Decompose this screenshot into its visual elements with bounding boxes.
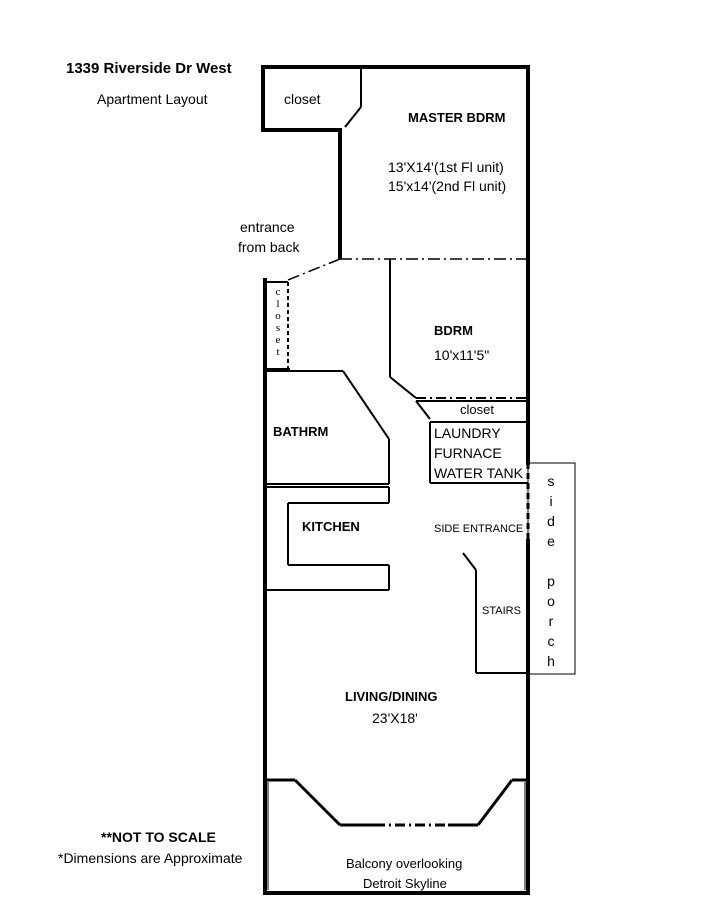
- master-bottom-wall: [287, 258, 528, 281]
- bathroom-walls: [265, 370, 390, 485]
- bedroom-label: BDRM: [434, 323, 473, 338]
- bathroom-label: BATHRM: [273, 424, 329, 439]
- bedroom-walls: [389, 259, 528, 399]
- water-tank-label: WATER TANK: [434, 465, 523, 481]
- side-porch-outline: [527, 462, 576, 675]
- porch-letter: s: [547, 473, 555, 489]
- not-to-scale-note: **NOT TO SCALE: [101, 829, 216, 845]
- stairs-label: STAIRS: [482, 605, 521, 617]
- kitchen-walls: [265, 486, 390, 591]
- stairs-walls: [462, 552, 528, 674]
- side-entrance-label: SIDE ENTRANCE: [434, 523, 524, 535]
- closet-letter: o: [275, 310, 281, 322]
- entrance-label-1: entrance: [240, 219, 295, 235]
- living-dining-label: LIVING/DINING: [345, 689, 438, 704]
- living-dining-dim: 23'X18': [372, 710, 418, 726]
- address-title: 1339 Riverside Dr West: [66, 60, 232, 77]
- porch-letter: c: [547, 633, 555, 649]
- balcony-walls: [265, 778, 528, 827]
- master-dim-2nd: 15'x14'(2nd Fl unit): [388, 178, 507, 194]
- left-closet-label: c l o s e t: [272, 287, 284, 359]
- porch-letter: h: [547, 653, 555, 669]
- approx-dimensions-note: *Dimensions are Approximate: [58, 850, 243, 866]
- kitchen-label: KITCHEN: [302, 519, 360, 534]
- balcony-label-1: Balcony overlooking: [346, 856, 463, 871]
- entrance-label-2: from back: [238, 239, 300, 255]
- porch-letter: o: [547, 593, 555, 609]
- laundry-walls: [415, 400, 528, 484]
- porch-letter: r: [548, 613, 554, 629]
- side-porch-label: s i d e p o r c h: [543, 474, 559, 674]
- closet-letter: l: [276, 298, 280, 310]
- porch-letter: p: [547, 573, 555, 589]
- furnace-label: FURNACE: [434, 445, 502, 461]
- top-closet-label: closet: [284, 91, 321, 107]
- laundry-label: LAUNDRY: [434, 425, 501, 441]
- left-closet-walls: [265, 281, 290, 370]
- layout-subtitle: Apartment Layout: [97, 91, 208, 107]
- top-closet-walls: [344, 67, 362, 128]
- porch-letter: d: [547, 513, 555, 529]
- middle-closet-label: closet: [460, 402, 494, 417]
- closet-letter: s: [275, 322, 281, 334]
- master-dim-1st: 13'X14'(1st Fl unit): [388, 159, 504, 175]
- porch-letter: i: [549, 493, 553, 509]
- closet-letter: c: [275, 286, 281, 298]
- balcony-label-2: Detroit Skyline: [363, 876, 447, 891]
- master-bedroom-label: MASTER BDRM: [408, 110, 506, 125]
- closet-letter: e: [275, 334, 281, 346]
- porch-letter: e: [547, 533, 555, 549]
- closet-letter: t: [276, 346, 280, 358]
- bedroom-dim: 10'x11'5": [434, 347, 490, 363]
